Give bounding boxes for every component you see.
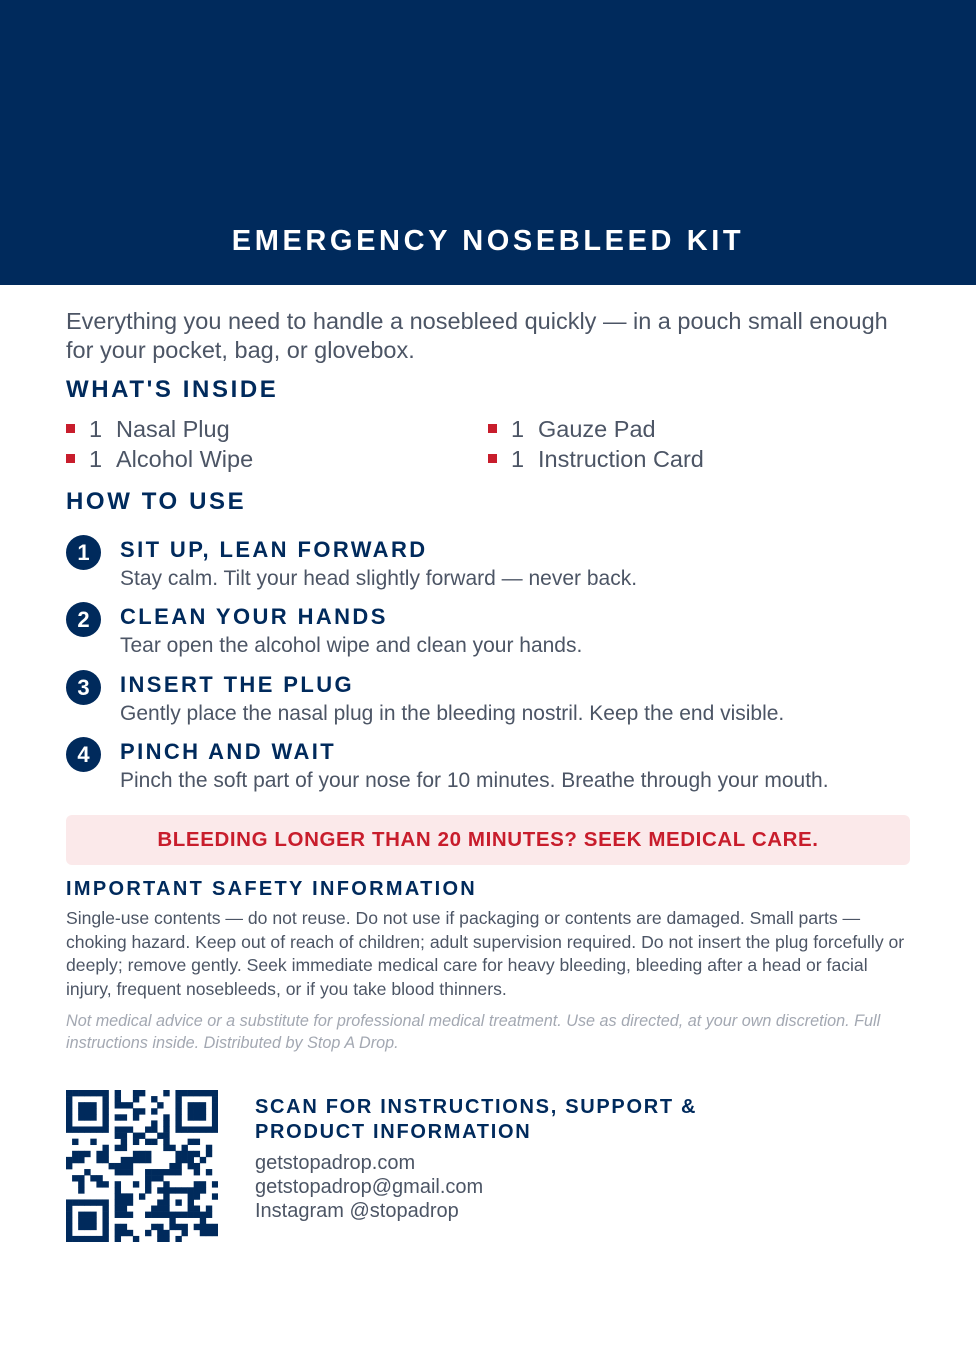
- step-number-badge: 3: [66, 670, 101, 705]
- step-number-badge: 2: [66, 602, 101, 637]
- bullet-square-icon: [66, 424, 75, 433]
- bullet-square-icon: [488, 454, 497, 463]
- step-title: INSERT THE PLUG: [120, 672, 355, 697]
- step-title: PINCH AND WAIT: [120, 739, 337, 764]
- header-banner: EMERGENCY NOSEBLEED KIT: [0, 0, 976, 285]
- qr-code-icon[interactable]: [66, 1090, 218, 1242]
- step-1: 1 SIT UP, LEAN FORWARD Stay calm. Tilt y…: [66, 535, 916, 595]
- step-title: SIT UP, LEAN FORWARD: [120, 537, 428, 562]
- step-description: Stay calm. Tilt your head slightly forwa…: [120, 567, 638, 590]
- step-description: Gently place the nasal plug in the bleed…: [120, 702, 785, 725]
- step-number-badge: 4: [66, 737, 101, 772]
- step-2: 2 CLEAN YOUR HANDS Tear open the alcohol…: [66, 602, 916, 662]
- step-description: Pinch the soft part of your nose for 10 …: [120, 769, 829, 792]
- step-description: Tear open the alcohol wipe and clean you…: [120, 634, 583, 657]
- qr-code-graphic: [66, 1090, 218, 1242]
- warning-banner: BLEEDING LONGER THAN 20 MINUTES? SEEK ME…: [66, 815, 910, 865]
- scan-heading: SCAN FOR INSTRUCTIONS, SUPPORT & PRODUCT…: [255, 1096, 698, 1143]
- how-to-use-heading: HOW TO USE: [66, 488, 247, 515]
- safety-heading: IMPORTANT SAFETY INFORMATION: [66, 878, 478, 900]
- step-number-badge: 1: [66, 535, 101, 570]
- item-name: Instruction Card: [538, 446, 704, 472]
- bullet-square-icon: [66, 454, 75, 463]
- website-link[interactable]: getstopadrop.com: [255, 1152, 416, 1174]
- disclaimer-text: Not medical advice or a substitute for p…: [66, 1012, 881, 1052]
- safety-body: Single-use contents — do not reuse. Do n…: [66, 908, 905, 1000]
- warning-text: BLEEDING LONGER THAN 20 MINUTES? SEEK ME…: [157, 828, 819, 851]
- item-quantity: 1: [511, 446, 525, 472]
- step-title: CLEAN YOUR HANDS: [120, 604, 388, 629]
- step-4: 4 PINCH AND WAIT Pinch the soft part of …: [66, 737, 916, 797]
- item-name: Gauze Pad: [538, 416, 656, 442]
- kit-title: EMERGENCY NOSEBLEED KIT: [231, 225, 745, 257]
- instagram-link[interactable]: Instagram @stopadrop: [255, 1200, 459, 1222]
- intro-text: Everything you need to handle a noseblee…: [66, 308, 888, 363]
- item-name: Alcohol Wipe: [116, 446, 254, 472]
- step-3: 3 INSERT THE PLUG Gently place the nasal…: [66, 670, 916, 730]
- item-quantity: 1: [511, 416, 525, 442]
- item-name: Nasal Plug: [116, 416, 230, 442]
- whats-inside-heading: WHAT'S INSIDE: [66, 376, 279, 403]
- bullet-square-icon: [488, 424, 497, 433]
- item-quantity: 1: [89, 446, 103, 472]
- item-quantity: 1: [89, 416, 103, 442]
- email-link[interactable]: getstopadrop@gmail.com: [255, 1176, 484, 1198]
